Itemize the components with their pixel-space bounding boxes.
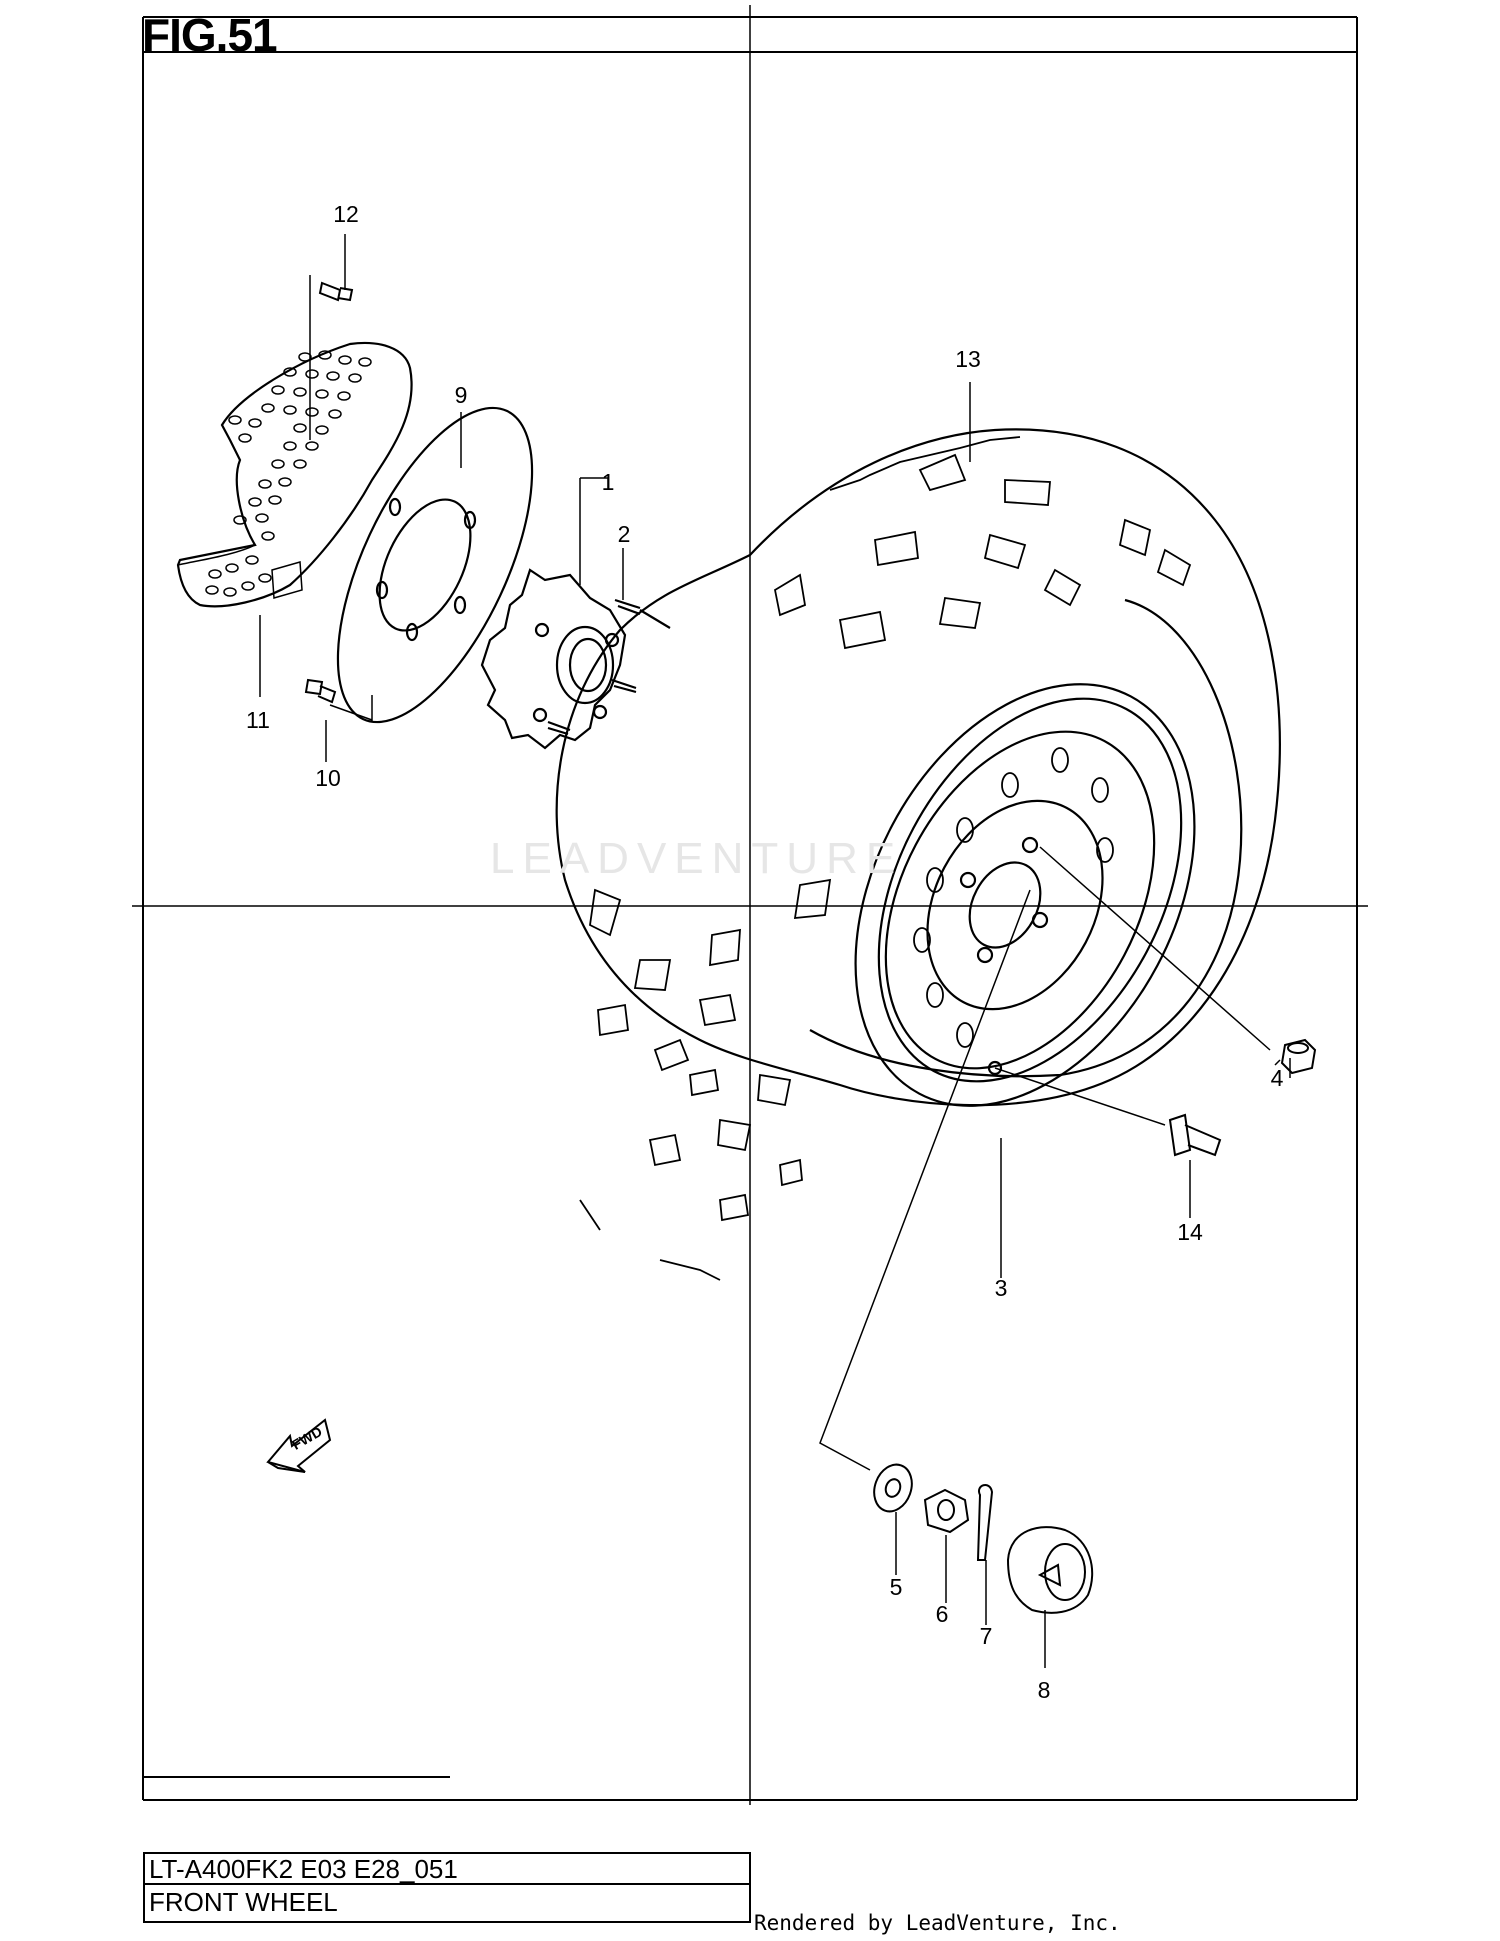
rendered-by-footer: Rendered by LeadVenture, Inc. bbox=[754, 1911, 1121, 1935]
watermark: LEADVENTURE bbox=[490, 828, 1010, 893]
title-block-name: FRONT WHEEL bbox=[143, 1883, 751, 1923]
watermark-logo: LEADVENTURE bbox=[490, 834, 903, 883]
fwd-arrow bbox=[266, 1418, 332, 1473]
callout-6: 6 bbox=[935, 1601, 949, 1627]
callout-5: 5 bbox=[889, 1574, 903, 1600]
watermark-text: LEADVENTURE bbox=[490, 834, 903, 883]
washer bbox=[873, 1463, 913, 1513]
callout-7: 7 bbox=[979, 1623, 993, 1649]
brake-disc bbox=[336, 406, 534, 724]
cotter-pin bbox=[976, 1484, 994, 1561]
callout-9: 9 bbox=[454, 382, 468, 408]
hub-cap bbox=[1006, 1526, 1094, 1614]
bolt-12 bbox=[318, 281, 354, 302]
callout-12: 12 bbox=[333, 201, 359, 227]
callout-2: 2 bbox=[617, 521, 631, 547]
castle-nut bbox=[923, 1488, 970, 1534]
callout-8: 8 bbox=[1037, 1677, 1051, 1703]
wheel-hub bbox=[480, 568, 671, 750]
callout-11: 11 bbox=[246, 707, 270, 733]
callout-14: 14 bbox=[1177, 1219, 1203, 1245]
title-block-model: LT-A400FK2 E03 E28_051 bbox=[143, 1852, 751, 1885]
wheel-rim bbox=[854, 683, 1196, 1107]
wheel-nut bbox=[1280, 1038, 1317, 1075]
callout-3: 3 bbox=[994, 1275, 1008, 1301]
callout-13: 13 bbox=[955, 346, 981, 372]
callout-10: 10 bbox=[315, 765, 341, 791]
valve-stem bbox=[1168, 1113, 1222, 1157]
callout-4: 4 bbox=[1270, 1065, 1284, 1091]
callout-1: 1 bbox=[601, 469, 615, 495]
tire bbox=[555, 428, 1281, 1281]
bolt-10 bbox=[304, 678, 337, 704]
brake-disc-cover bbox=[176, 342, 413, 608]
